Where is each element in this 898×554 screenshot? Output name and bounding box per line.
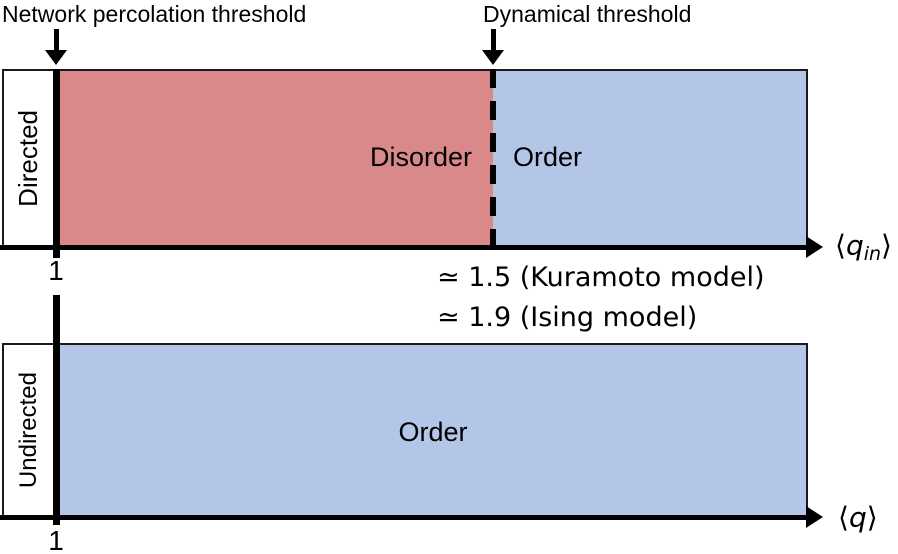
order-region-undirected — [60, 345, 806, 515]
directed-axis-label: ⟨qin⟩ — [835, 229, 892, 271]
dynamical-threshold-label: Dynamical threshold — [483, 1, 692, 27]
directed-tick-label: 1 — [48, 255, 64, 286]
percolation-arrow-icon — [45, 29, 67, 65]
ising-model-note: ≃ 1.9 (Ising model) — [437, 302, 698, 333]
directed-row-label: Directed — [4, 71, 53, 245]
order-region-directed — [493, 71, 806, 245]
order-region-label-directed: Order — [513, 142, 583, 172]
directed-axis-arrowhead-icon — [806, 236, 823, 258]
network-percolation-threshold-label: Network percolation threshold — [2, 1, 307, 27]
percolation-threshold-tick-undirected — [53, 295, 60, 525]
undirected-axis-line — [0, 515, 808, 520]
undirected-row-label: Undirected — [4, 345, 53, 515]
undirected-row-label-text: Undirected — [14, 371, 42, 489]
percolation-threshold-tick-directed — [53, 69, 60, 258]
arrow-head — [45, 50, 67, 65]
axis-variable: q — [848, 501, 867, 534]
arrow-shaft — [53, 29, 59, 50]
dynamical-arrow-icon — [482, 29, 504, 65]
disorder-region-label: Disorder — [369, 142, 472, 172]
arrow-head — [482, 50, 504, 65]
disorder-region — [60, 71, 493, 245]
undirected-axis-label: ⟨q⟩ — [838, 501, 878, 534]
axis-variable: q — [845, 229, 864, 262]
order-region-label-undirected: Order — [398, 417, 468, 447]
undirected-axis-arrowhead-icon — [806, 506, 823, 528]
lbracket: ⟨ — [838, 501, 849, 534]
dynamical-threshold-line — [490, 69, 496, 247]
lbracket: ⟨ — [835, 229, 846, 262]
rbracket: ⟩ — [866, 501, 878, 534]
kuramoto-model-note: ≃ 1.5 (Kuramoto model) — [437, 262, 765, 293]
arrow-shaft — [490, 29, 496, 50]
directed-row-label-text: Directed — [13, 109, 43, 207]
directed-axis-line — [0, 245, 808, 250]
axis-subscript: in — [863, 243, 882, 265]
rbracket: ⟩ — [881, 229, 892, 262]
undirected-tick-label: 1 — [48, 525, 64, 554]
